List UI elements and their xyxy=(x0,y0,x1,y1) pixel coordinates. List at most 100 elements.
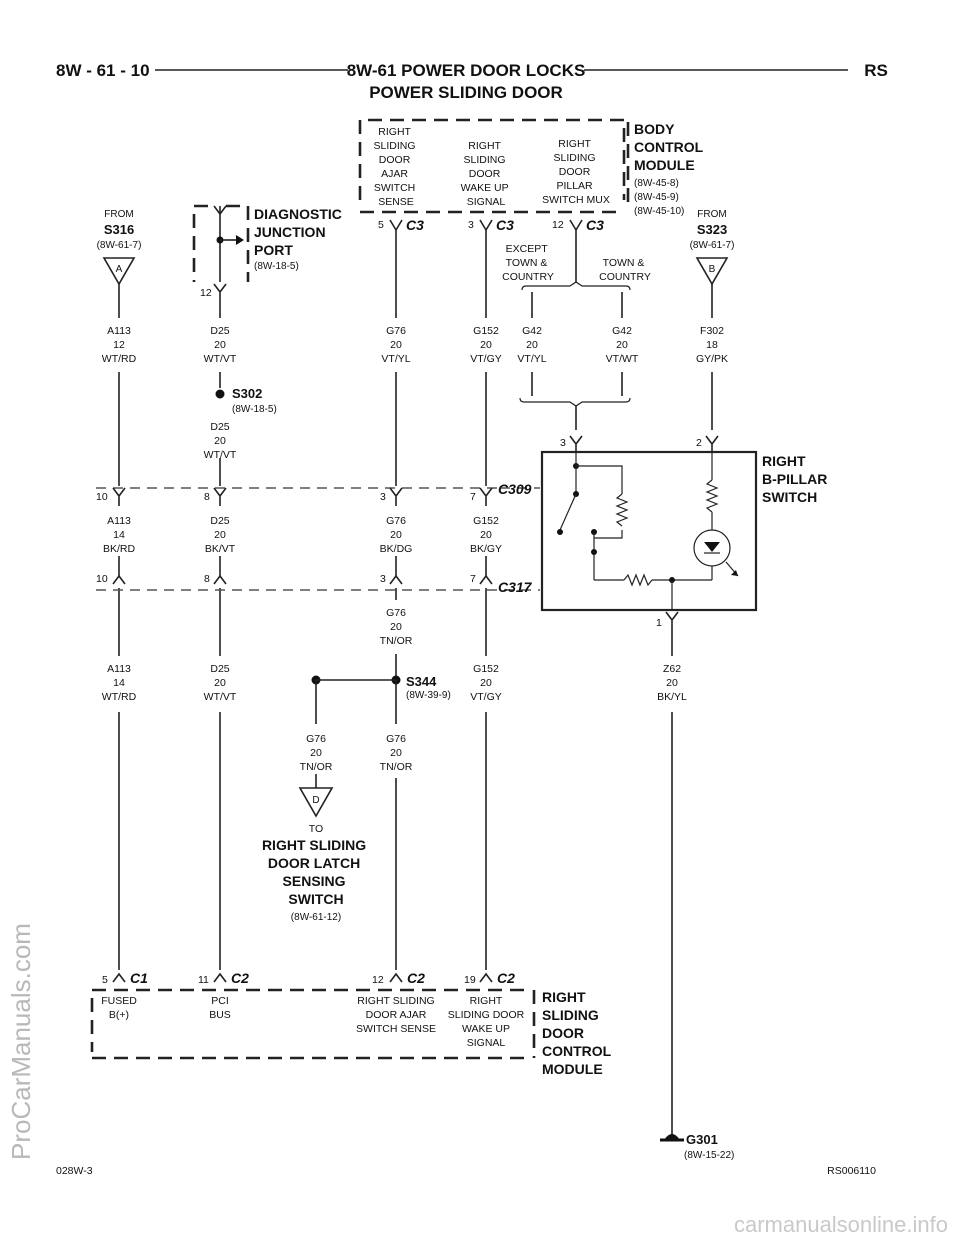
wire-label: 20 xyxy=(390,529,402,541)
connector-c309: 10 8 3 7 C309 xyxy=(96,481,540,506)
wire-label: 20 xyxy=(480,529,492,541)
rsdcm-func-line: BUS xyxy=(209,1009,231,1021)
bcm-ref: (8W-45-9) xyxy=(634,192,679,203)
c309-pin: 8 xyxy=(204,491,210,503)
g301-ref: (8W-15-22) xyxy=(684,1150,734,1161)
svg-text:TOWN & COUNTRY: TOWN & COUNTRY xyxy=(599,257,651,283)
wire-label: D25 xyxy=(210,515,229,527)
wire-label: Z62 xyxy=(663,663,681,675)
rsdcm-connector: C2 xyxy=(497,970,515,986)
bcm-col1-line: SLIDING xyxy=(374,140,416,152)
c317-pin: 7 xyxy=(470,573,476,585)
rsdcm-func-line: FUSED xyxy=(101,995,137,1007)
bcm-title-line: BODY xyxy=(634,121,675,137)
wire-label: BK/GY xyxy=(470,543,502,555)
rsdcm-title-line: DOOR xyxy=(542,1025,584,1041)
svg-text:RIGHT SLIDING DOOR: RIGHT SLIDING DOOR CONTROL MODULE xyxy=(542,989,615,1077)
wire-label: WT/RD xyxy=(102,691,137,703)
wire-label: 14 xyxy=(113,677,125,689)
djp-title-line: PORT xyxy=(254,242,293,258)
s344-name: S344 xyxy=(406,674,437,689)
footer-left-code: 028W-3 xyxy=(56,1165,93,1177)
page-title: 8W-61 POWER DOOR LOCKS xyxy=(347,61,586,80)
page-subtitle: POWER SLIDING DOOR xyxy=(369,83,563,102)
wire-label: BK/DG xyxy=(380,543,413,555)
bcm-col1-line: DOOR xyxy=(379,154,411,166)
wire-label: WT/VT xyxy=(204,449,237,461)
wire-label: 18 xyxy=(706,339,718,351)
svg-text:DIAGNOSTIC JUNCTION: DIAGNOSTIC JUNCTION PORT xyxy=(254,206,346,258)
bpillar-pin: 2 xyxy=(696,437,702,449)
bcm-pin: 12 xyxy=(552,219,564,231)
wire-label: VT/YL xyxy=(517,353,546,365)
variant-left-line: EXCEPT xyxy=(506,243,549,255)
wire-label: TN/OR xyxy=(380,761,413,773)
wire-label: 20 xyxy=(214,529,226,541)
offpage-tag-b: B xyxy=(709,264,716,275)
bcm-col2-line: SIGNAL xyxy=(467,196,506,208)
variant-right-line: COUNTRY xyxy=(599,271,651,283)
c309-pin: 3 xyxy=(380,491,386,503)
wire-label: G76 xyxy=(386,733,406,745)
to-label: TO xyxy=(309,823,323,835)
wire-label: 20 xyxy=(214,339,226,351)
model-code: RS xyxy=(864,61,888,80)
rsdcm-pin: 19 xyxy=(464,974,476,986)
wire-label: D25 xyxy=(210,421,229,433)
wire-runs xyxy=(118,236,713,1136)
wire-label: VT/WT xyxy=(606,353,639,365)
bcm-connector: C3 xyxy=(586,217,604,233)
latch-name-line: SWITCH xyxy=(288,891,343,907)
rsdcm-connector: C2 xyxy=(231,970,249,986)
wire-label: 20 xyxy=(310,747,322,759)
rsdcm-connector: C2 xyxy=(407,970,425,986)
rsdcm-func-line: SIGNAL xyxy=(467,1037,506,1049)
rsdcm-func-line: WAKE UP xyxy=(462,1023,510,1035)
djp-pin: 12 xyxy=(200,287,212,299)
bcm-title-line: CONTROL xyxy=(634,139,704,155)
bcm-connector: C3 xyxy=(406,217,424,233)
c309-label: C309 xyxy=(498,481,532,497)
rsdcm-func-line: RIGHT xyxy=(470,995,503,1007)
rsdcm-title-line: RIGHT xyxy=(542,989,586,1005)
wire-label: 20 xyxy=(214,677,226,689)
wire-label: G76 xyxy=(386,515,406,527)
offpage-tag-d: D xyxy=(312,795,319,806)
c309-pin: 10 xyxy=(96,491,108,503)
rsdcm-pin: 5 xyxy=(102,974,108,986)
djp-title-line: JUNCTION xyxy=(254,224,326,240)
variant-labels: EXCEPT TOWN & COUNTRY TOWN & COUNTRY xyxy=(502,236,651,291)
wire-label: G76 xyxy=(306,733,326,745)
djp-ref: (8W-18-5) xyxy=(254,261,299,272)
svg-text:BODY CONTROL MODUL: BODY CONTROL MODULE xyxy=(634,121,707,173)
latch-name-line: RIGHT SLIDING xyxy=(262,837,366,853)
footer-right-code: RS006110 xyxy=(827,1165,876,1177)
bcm-col1-line: AJAR xyxy=(381,168,408,180)
wire-label: 12 xyxy=(113,339,125,351)
rsdcm-func-line: DOOR AJAR xyxy=(366,1009,427,1021)
wire-label: WT/RD xyxy=(102,353,137,365)
bcm-col1-line: RIGHT xyxy=(378,126,411,138)
wire-label: D25 xyxy=(210,325,229,337)
bcm-col3-line: DOOR xyxy=(559,166,591,178)
